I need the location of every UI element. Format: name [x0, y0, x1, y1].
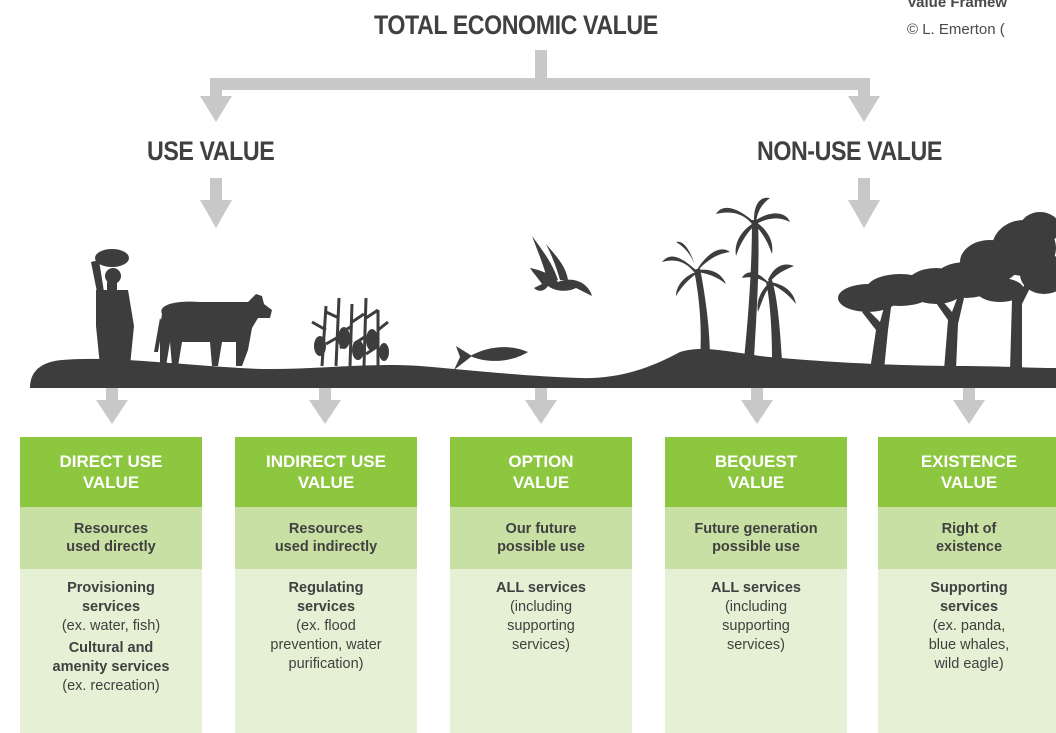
- arrow-indirect-use: [309, 386, 341, 424]
- ground-silhouette: [30, 349, 1056, 388]
- option-value-column: OPTION VALUE Our future possible use ALL…: [450, 437, 632, 733]
- connector-bar: [210, 78, 870, 90]
- service-type: Provisioning: [67, 580, 155, 596]
- arrow-to-non-use-value: [848, 84, 880, 122]
- service-example: wild eagle): [934, 656, 1004, 672]
- service-type: services: [81, 599, 141, 615]
- diagram-scene: [30, 50, 1056, 424]
- column-subtitle-line: used directly: [66, 539, 156, 555]
- service-type: amenity services: [52, 659, 170, 675]
- arrow-direct-use: [96, 386, 128, 424]
- column-title-line: EXISTENCE: [920, 452, 1018, 471]
- service-example: (ex. water, fish): [61, 618, 161, 634]
- column-header: OPTION VALUE: [450, 437, 632, 507]
- column-body: Provisioning services (ex. water, fish) …: [20, 569, 202, 733]
- service-example: purification): [288, 656, 364, 672]
- column-subheader: Resources used directly: [20, 507, 202, 569]
- maize-icon: [311, 297, 389, 367]
- column-subtitle-line: Resources: [288, 521, 364, 537]
- service-type: Supporting: [930, 580, 1008, 596]
- column-title-line: VALUE: [512, 473, 570, 492]
- copyright-credit: © L. Emerton (: [907, 21, 1005, 38]
- column-header: DIRECT USE VALUE: [20, 437, 202, 507]
- column-subtitle-line: Our future: [505, 521, 577, 537]
- service-type: services: [939, 599, 999, 615]
- service-example: supporting: [507, 618, 575, 634]
- direct-use-value-column: DIRECT USE VALUE Resources used directly…: [20, 437, 202, 733]
- column-subtitle-line: used indirectly: [274, 539, 378, 555]
- column-title-line: DIRECT USE: [59, 452, 163, 471]
- column-header: INDIRECT USE VALUE: [235, 437, 417, 507]
- bequest-value-column: BEQUEST VALUE Future generation possible…: [665, 437, 847, 733]
- service-example: (ex. panda,: [932, 618, 1006, 634]
- column-body: ALL services (including supporting servi…: [450, 569, 632, 733]
- service-type: Cultural and: [68, 640, 154, 656]
- service-type: ALL services: [710, 580, 801, 596]
- column-body: ALL services (including supporting servi…: [665, 569, 847, 733]
- arrow-existence: [953, 386, 985, 424]
- column-subheader: Resources used indirectly: [235, 507, 417, 569]
- indirect-use-value-column: INDIRECT USE VALUE Resources used indire…: [235, 437, 417, 733]
- column-subtitle-line: Resources: [73, 521, 149, 537]
- woman-carrying-load-icon: [91, 249, 134, 366]
- arrow-to-use-value: [200, 84, 232, 122]
- service-example: (including: [509, 599, 573, 615]
- use-value-heading: USE VALUE: [147, 136, 275, 166]
- column-subheader: Right of existence: [878, 507, 1056, 569]
- source-title: Value Framew: [907, 0, 1008, 11]
- column-subtitle-line: Right of: [941, 521, 997, 537]
- fish-icon: [454, 346, 528, 370]
- column-title-line: VALUE: [82, 473, 140, 492]
- acacia-trees-icon: [838, 212, 1056, 370]
- column-body: Supporting services (ex. panda, blue wha…: [878, 569, 1056, 733]
- column-subheader: Future generation possible use: [665, 507, 847, 569]
- column-title-line: VALUE: [297, 473, 355, 492]
- palm-trees-icon: [662, 197, 796, 360]
- column-title-line: VALUE: [727, 473, 785, 492]
- service-type: Regulating: [288, 580, 364, 596]
- arrow-non-use-down: [848, 178, 880, 228]
- service-example: (ex. recreation): [62, 678, 160, 694]
- column-subtitle-line: Future generation: [694, 521, 818, 537]
- service-type: ALL services: [495, 580, 586, 596]
- service-example: (ex. flood: [296, 618, 356, 634]
- column-title-line: INDIRECT USE: [266, 452, 386, 471]
- cow-icon: [154, 294, 272, 366]
- column-body: Regulating services (ex. flood preventio…: [235, 569, 417, 733]
- arrow-option: [525, 386, 557, 424]
- column-title-line: BEQUEST: [714, 452, 798, 471]
- column-subtitle-line: existence: [935, 539, 1003, 555]
- page-title: TOTAL ECONOMIC VALUE: [374, 10, 658, 40]
- service-example: prevention, water: [270, 637, 382, 653]
- service-example: blue whales,: [928, 637, 1010, 653]
- maize-leaves: [314, 327, 389, 361]
- non-use-value-heading: NON-USE VALUE: [757, 136, 942, 166]
- service-example: services): [726, 637, 785, 653]
- connector-stem: [535, 50, 547, 84]
- service-example: (including: [724, 599, 788, 615]
- column-header: BEQUEST VALUE: [665, 437, 847, 507]
- arrow-use-down: [200, 178, 232, 228]
- column-subtitle-line: possible use: [497, 539, 585, 555]
- service-type: services: [296, 599, 356, 615]
- service-example: supporting: [722, 618, 790, 634]
- service-example: services): [511, 637, 570, 653]
- arrow-bequest: [741, 386, 773, 424]
- existence-value-column: EXISTENCE VALUE Right of existence Suppo…: [878, 437, 1056, 733]
- column-title-line: OPTION: [508, 452, 574, 471]
- column-subtitle-line: possible use: [712, 539, 800, 555]
- column-subheader: Our future possible use: [450, 507, 632, 569]
- column-title-line: VALUE: [940, 473, 998, 492]
- bird-icon: [530, 236, 592, 296]
- column-header: EXISTENCE VALUE: [878, 437, 1056, 507]
